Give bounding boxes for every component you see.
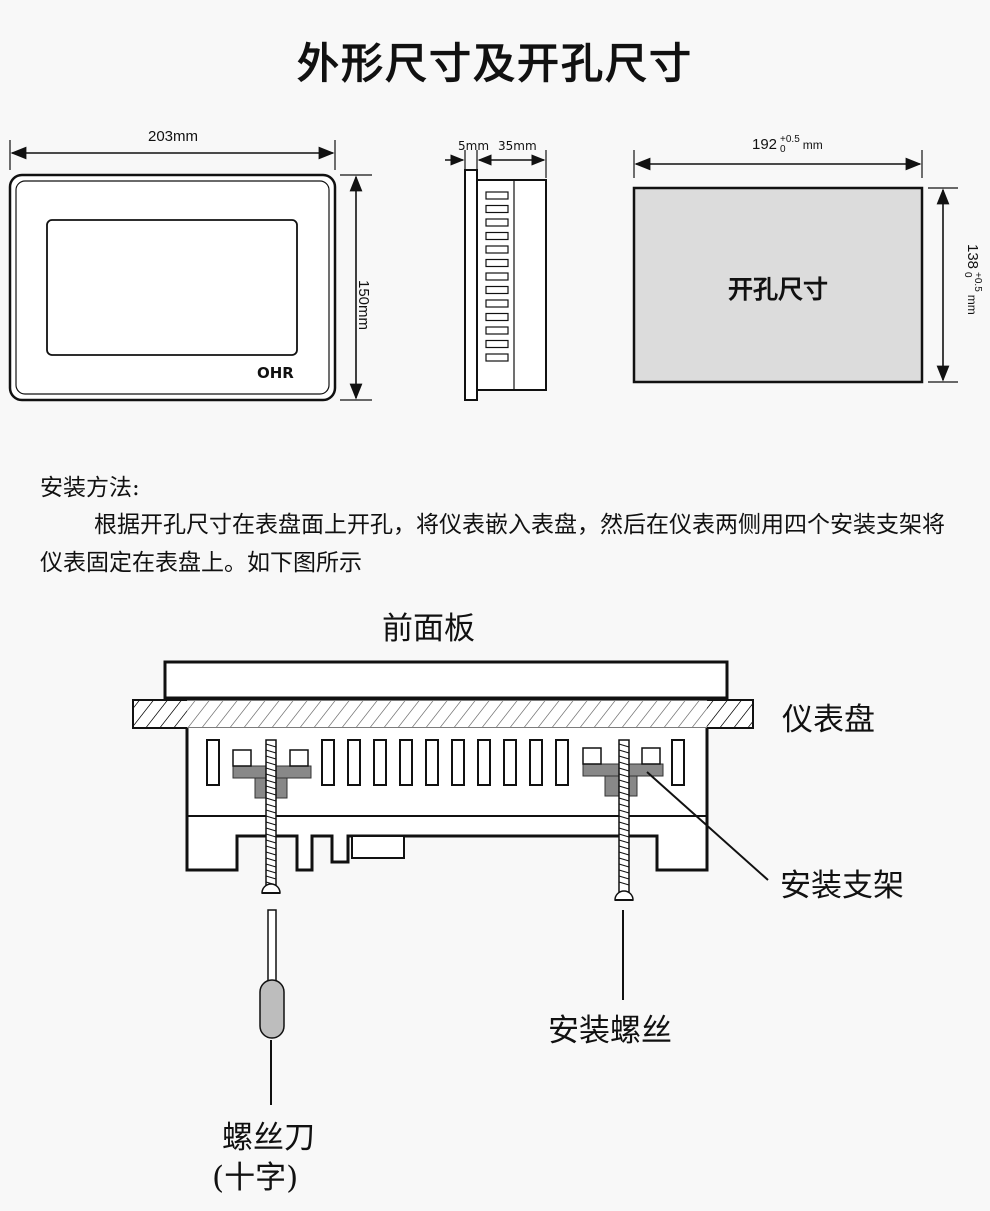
page-title: 外形尺寸及开孔尺寸: [296, 39, 693, 88]
install-slot: [373, 739, 387, 786]
side-slot: [485, 285, 509, 295]
right-screw: [614, 739, 634, 901]
side-slot: [485, 258, 509, 268]
side-view: [445, 150, 547, 401]
install-slots: [206, 739, 685, 786]
side-slot: [485, 204, 509, 214]
bracket-label: 安装支架: [780, 868, 904, 904]
panel-thickness-label: 5mm: [458, 139, 490, 153]
install-slot: [425, 739, 439, 786]
side-slot: [485, 231, 509, 241]
side-slot: [485, 245, 509, 254]
install-slot: [555, 739, 569, 786]
install-slot: [206, 739, 220, 786]
screw-label: 安装螺丝: [548, 1013, 672, 1049]
screwdriver: [259, 909, 285, 1105]
install-slot: [321, 739, 335, 786]
side-slots: [485, 191, 509, 362]
side-slot: [485, 191, 509, 200]
cutout-height-tol-upper: +0.5: [972, 272, 983, 292]
side-slot: [485, 326, 509, 335]
screwdriver-type-label: (十字): [212, 1160, 299, 1196]
install-slot: [451, 739, 465, 786]
front-height-label: 150mm: [355, 280, 372, 331]
install-slot: [347, 739, 361, 786]
front-width-label: 203mm: [148, 128, 199, 145]
cutout-width-base: 192: [752, 135, 778, 153]
cutout-width-tol-lower: 0: [780, 144, 786, 155]
installation-diagram: [132, 660, 769, 1105]
cutout-width-unit: mm: [802, 137, 823, 152]
side-slot: [485, 312, 509, 322]
cutout-label: 开孔尺寸: [727, 275, 828, 304]
side-slot: [485, 218, 509, 227]
install-slot: [671, 739, 685, 786]
brand-logo: OHR: [257, 364, 294, 382]
front-view: [8, 140, 372, 402]
side-slot: [485, 339, 509, 349]
depth-label: 35mm: [498, 139, 537, 153]
panel-board-label: 仪表盘: [782, 702, 875, 738]
front-panel-label: 前面板: [382, 611, 475, 647]
install-slot: [529, 739, 543, 786]
cutout-view: [632, 150, 958, 384]
side-slot: [485, 272, 509, 281]
install-slot: [503, 739, 517, 786]
screwdriver-label: 螺丝刀: [222, 1120, 315, 1156]
side-slot: [485, 353, 509, 362]
cutout-width-tol-upper: +0.5: [780, 134, 800, 145]
left-screw: [261, 739, 281, 894]
install-body: 根据开孔尺寸在表盘面上开孔，将仪表嵌入表盘，然后在仪表两侧用四个安装支架将仪表固…: [40, 512, 945, 576]
install-slot: [399, 739, 413, 786]
cutout-height-tol-lower: 0: [962, 272, 973, 278]
install-slot: [477, 739, 491, 786]
cutout-height-base: 138: [964, 244, 982, 270]
install-heading: 安装方法:: [40, 475, 140, 501]
cutout-height-unit: mm: [965, 294, 980, 315]
side-slot: [485, 299, 509, 308]
